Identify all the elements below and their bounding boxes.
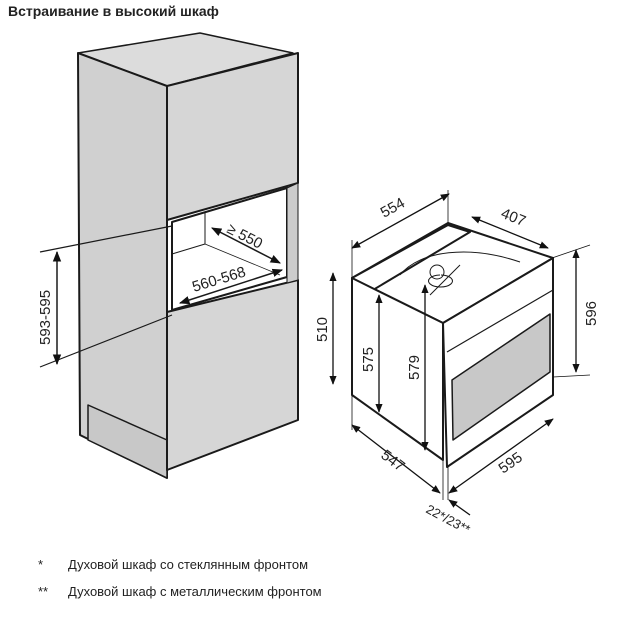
dim-407: 407 [499,205,529,230]
oven-dimension-lines [329,190,591,516]
footnote-text: Духовой шкаф со стеклянным фронтом [68,557,309,572]
niche-height-label: 593-595 [37,290,54,345]
footnote-metal: ** Духовой шкаф с металлическим фронтом [38,584,322,599]
width-arrow [179,268,283,305]
dim-579: 579 [406,355,423,380]
dim-547: 547 [378,447,408,476]
page-title: Встраивание в высокий шкаф [8,3,219,19]
dim-575: 575 [360,347,377,372]
oven [351,222,554,468]
footnote-mark: ** [38,584,49,599]
dim-510: 510 [314,317,331,342]
dim-554: 554 [378,194,408,221]
footnote-glass: * Духовой шкаф со стеклянным фронтом [38,557,308,572]
footnote-text: Духовой шкаф с металлическим фронтом [68,584,322,599]
dim-595: 595 [496,449,526,477]
cabinet-lower-door [166,279,299,471]
dim-front: 22*/23** [424,501,473,537]
dim-596: 596 [583,301,600,326]
footnote-mark: * [38,557,44,572]
depth-arrow [211,227,281,264]
cabinet-plinth [87,404,168,479]
tall-cabinet [39,32,299,479]
cabinet-right-edge [286,182,299,284]
